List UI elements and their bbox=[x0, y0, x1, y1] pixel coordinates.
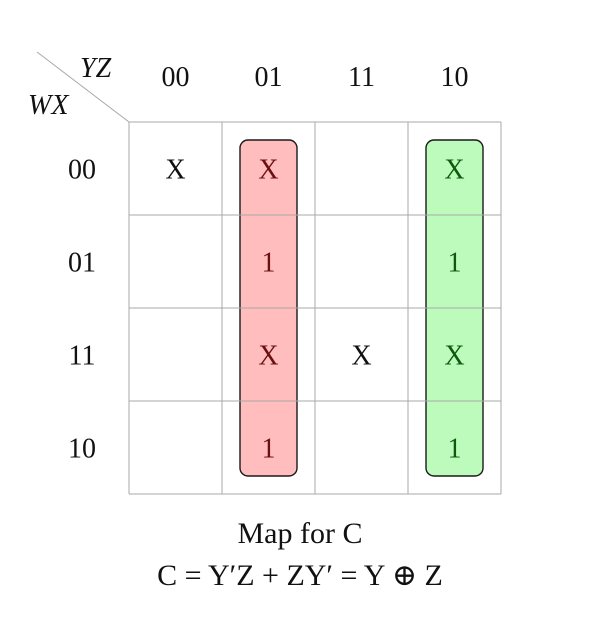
cell-value: X bbox=[444, 155, 464, 186]
cell-value: 1 bbox=[262, 434, 276, 465]
row-header: 10 bbox=[68, 434, 96, 465]
cell-value: 1 bbox=[262, 248, 276, 279]
cell-value: X bbox=[444, 341, 464, 372]
col-header: 00 bbox=[162, 62, 190, 93]
col-header: 10 bbox=[441, 62, 469, 93]
map-caption-title: Map for C bbox=[237, 517, 363, 550]
corner-diagonal bbox=[36, 51, 130, 123]
map-caption-equation: C = Y′Z + ZY′ = Y ⊕ Z bbox=[157, 559, 443, 592]
cell-value: 1 bbox=[448, 434, 462, 465]
row-header: 01 bbox=[68, 248, 96, 279]
cell-value: X bbox=[258, 341, 278, 372]
cell-value: X bbox=[258, 155, 278, 186]
row-header: 00 bbox=[68, 155, 96, 186]
row-variable-label: WX bbox=[28, 90, 69, 121]
col-header: 11 bbox=[348, 62, 375, 93]
cell-value: X bbox=[351, 341, 371, 372]
cell-value: X bbox=[165, 155, 185, 186]
col-variable-label: YZ bbox=[80, 53, 112, 84]
col-header: 01 bbox=[255, 62, 283, 93]
row-header: 11 bbox=[69, 341, 96, 372]
cell-value: 1 bbox=[448, 248, 462, 279]
